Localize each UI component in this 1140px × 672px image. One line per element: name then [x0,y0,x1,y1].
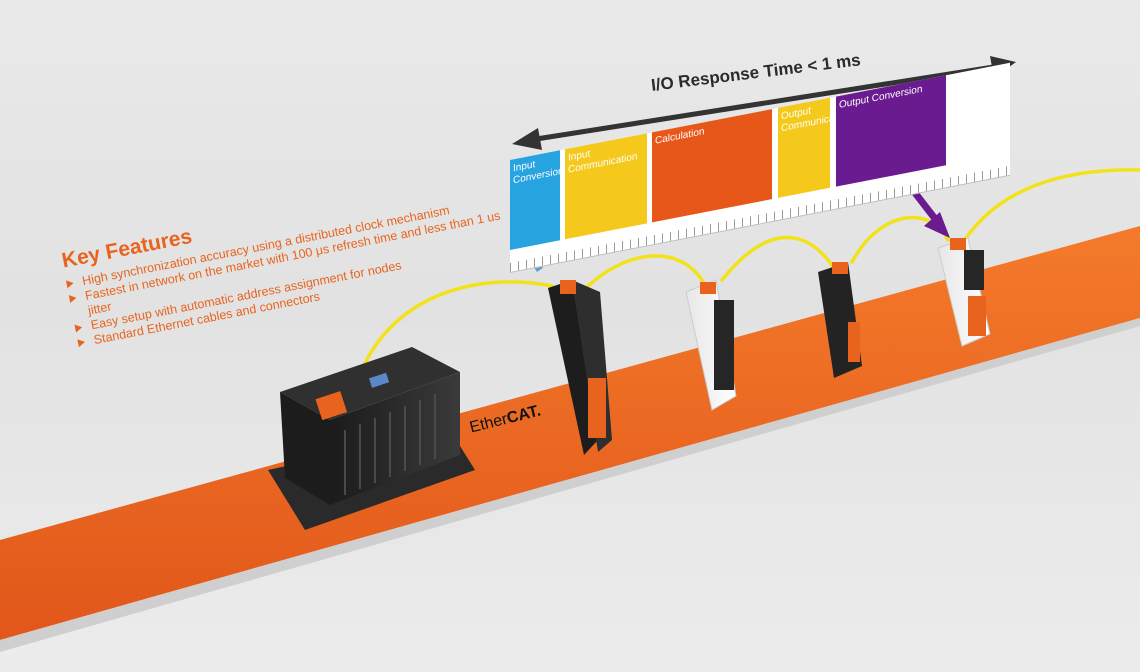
cable-controller-to-node1 [353,280,554,392]
io-module-3-connector [832,262,848,274]
io-module-2 [685,279,737,411]
io-module-3-terminal [848,322,860,362]
io-module-2-connector [700,282,716,294]
rail-shadow [0,318,1140,652]
io-module-2-face [714,300,734,390]
network-cables [353,168,1140,392]
io-module-4-face [964,250,984,290]
cable-node1-to-node2 [576,254,707,298]
controller-front [280,392,330,505]
io-module-1-front [548,280,598,455]
controller-port [368,372,390,388]
phase-input-communication: Input Communication [565,133,647,240]
triangle-bullet-icon [65,279,75,289]
controller-vent-slots [344,394,436,495]
controller-side [330,372,460,505]
cable-node2-to-node3 [720,235,837,282]
triangle-bullet-icon [77,337,86,348]
triangle-bullet-icon [68,293,78,304]
io-module-1 [548,280,612,455]
phase-output-communication: Output Communication [778,97,850,198]
controller-unit [268,347,475,530]
arrow-head-left [512,128,542,150]
io-module-1-connector [560,280,576,294]
io-module-4-terminal [968,296,986,336]
triangle-bullet-icon [74,323,83,333]
cable-node4-out [964,168,1140,240]
io-module-3 [818,262,862,378]
io-module-4-connector [950,238,966,250]
controller-orange-terminal [315,391,348,421]
io-module-4 [937,237,991,347]
io-module-1-terminal [588,378,606,438]
